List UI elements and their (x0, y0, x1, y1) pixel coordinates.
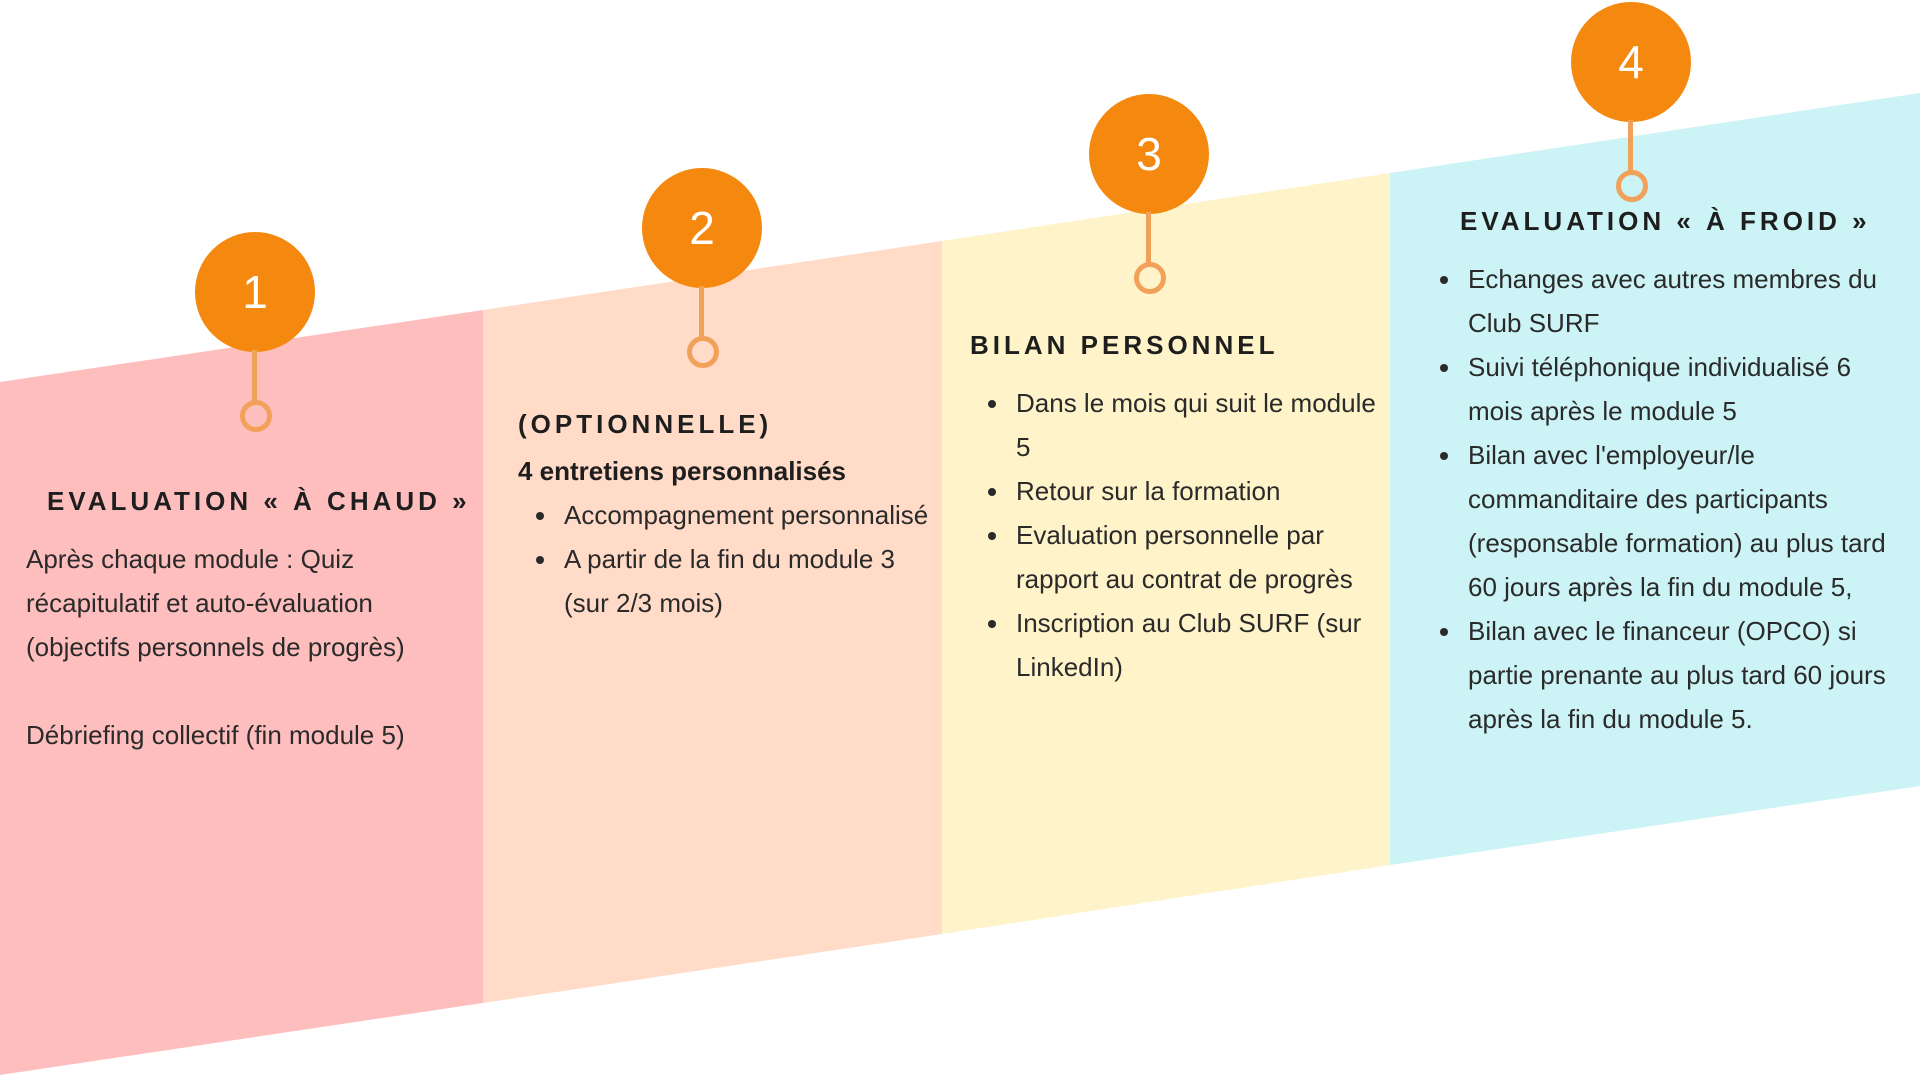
step-bullet-list: Accompagnement personnalisé A partir de … (518, 493, 938, 625)
step-marker-1: 1 (195, 232, 315, 432)
list-item: Evaluation personnelle par rapport au co… (988, 513, 1380, 601)
step-marker-4: 4 (1571, 2, 1691, 202)
list-item: Bilan avec le financeur (OPCO) si partie… (1440, 609, 1902, 741)
band-2 (483, 241, 942, 1003)
list-item: Bilan avec l'employeur/le commanditaire … (1440, 433, 1902, 609)
list-item: Suivi téléphonique individualisé 6 mois … (1440, 345, 1902, 433)
step-panel-2: (OPTIONNELLE) 4 entretiens personnalisés… (518, 409, 938, 625)
list-item: Dans le mois qui suit le module 5 (988, 381, 1380, 469)
band-4 (1390, 93, 1920, 865)
marker-ring (1616, 170, 1648, 202)
marker-stem (699, 286, 704, 338)
step-panel-3: BILAN PERSONNEL Dans le mois qui suit le… (970, 330, 1380, 689)
step-number-badge: 4 (1571, 2, 1691, 122)
step-heading: BILAN PERSONNEL (970, 330, 1279, 360)
marker-ring (687, 336, 719, 368)
step-bullet-list: Echanges avec autres membres du Club SUR… (1422, 257, 1902, 741)
step-number-badge: 1 (195, 232, 315, 352)
step-number-badge: 3 (1089, 94, 1209, 214)
step-panel-4: EVALUATION « À FROID » Echanges avec aut… (1422, 206, 1902, 741)
step-marker-3: 3 (1089, 94, 1209, 294)
step-panel-1: EVALUATION « À CHAUD » Après chaque modu… (26, 486, 476, 757)
list-item: Echanges avec autres membres du Club SUR… (1440, 257, 1902, 345)
marker-ring (1134, 262, 1166, 294)
band-1 (0, 310, 483, 1075)
step-bullet-list: Dans le mois qui suit le module 5 Retour… (970, 381, 1380, 689)
marker-stem (1628, 120, 1633, 172)
list-item: Inscription au Club SURF (sur LinkedIn) (988, 601, 1380, 689)
step-subheading: 4 entretiens personnalisés (518, 456, 847, 486)
band-3 (942, 173, 1390, 934)
step-heading: EVALUATION « À CHAUD » (47, 486, 471, 516)
list-item: Retour sur la formation (988, 469, 1380, 513)
list-item: A partir de la fin du module 3 (sur 2/3 … (536, 537, 938, 625)
step-heading: (OPTIONNELLE) (518, 409, 773, 439)
list-item: Accompagnement personnalisé (536, 493, 938, 537)
marker-ring (240, 400, 272, 432)
step-heading: EVALUATION « À FROID » (1460, 206, 1871, 236)
step-marker-2: 2 (642, 168, 762, 368)
step-number-badge: 2 (642, 168, 762, 288)
step-paragraph: Débriefing collectif (fin module 5) (26, 720, 405, 750)
marker-stem (1146, 212, 1151, 264)
marker-stem (252, 350, 257, 402)
step-paragraph: Après chaque module : Quiz récapitulatif… (26, 544, 405, 662)
